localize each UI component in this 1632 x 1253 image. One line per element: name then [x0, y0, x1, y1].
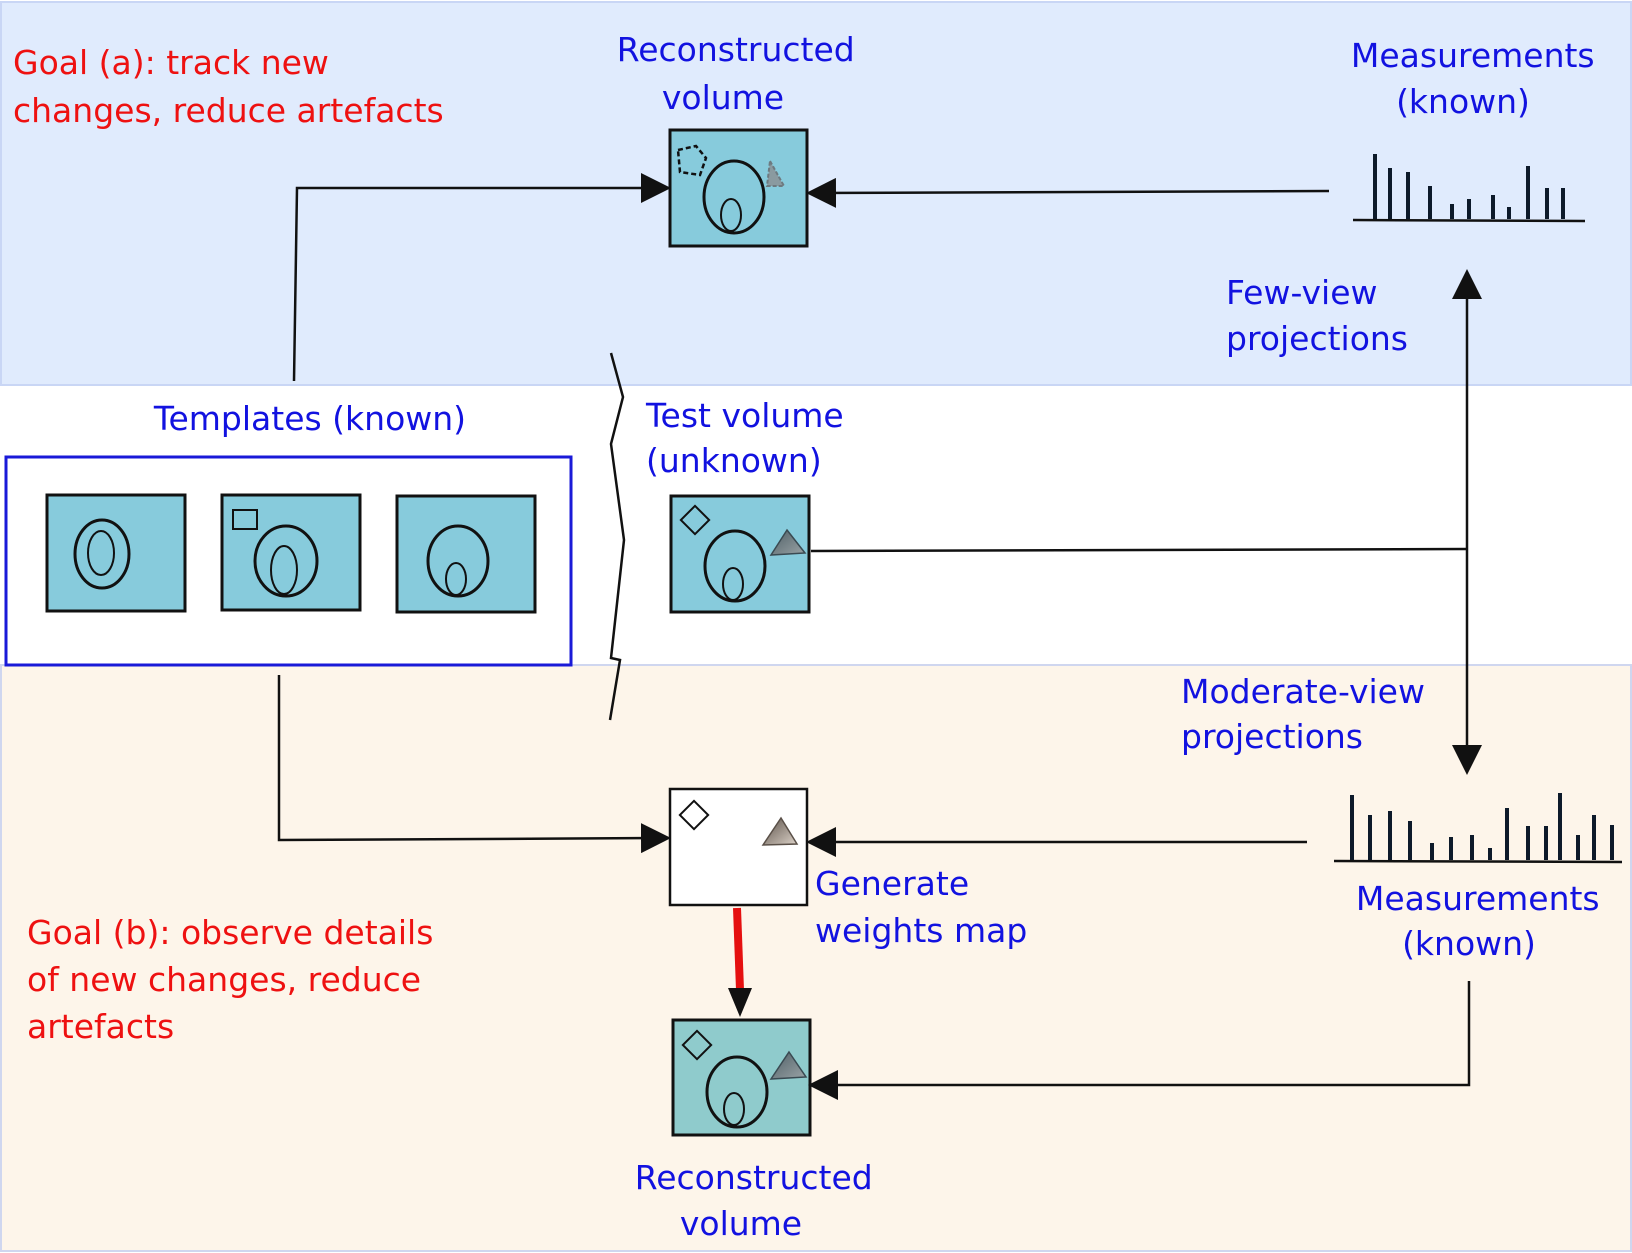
edge-templates-to-reconstructed-top: [292, 173, 671, 382]
moderate-view-projections-label: Moderate-view projections: [1181, 672, 1435, 756]
edge-measurements-to-reconstructed-bottom: [808, 981, 1471, 1100]
measurements-top-label: Measurements (known): [1351, 36, 1605, 121]
edge-templates-to-weights-map: [277, 675, 671, 854]
template-1: [45, 493, 187, 613]
test-volume-label: Test volume (unknown): [645, 396, 854, 480]
template-3: [395, 494, 537, 614]
generate-weights-map-label: Generate weights map: [815, 864, 1027, 950]
edge-test-volume-to-projections: [810, 547, 1468, 553]
inner-ellipse-icon: [720, 198, 742, 232]
zigzag-separator: [608, 352, 626, 721]
weights-map: [668, 787, 809, 907]
edge-measurements-to-reconstructed-top: [806, 177, 1330, 208]
bottom-panel: [0, 664, 1632, 1252]
dashed-square-icon: [676, 144, 708, 177]
measurements-bottom-label: Measurements (known): [1356, 879, 1610, 963]
reconstructed-volume-bottom-label: Reconstructed volume: [635, 1158, 883, 1243]
goal-a-label: Goal (a): track new changes, reduce arte…: [13, 43, 444, 130]
rectangle-icon: [232, 509, 258, 530]
measurements-bottom-bars: [1333, 793, 1623, 864]
reconstructed-volume-top: [668, 128, 809, 248]
triangle-icon: [769, 1050, 808, 1080]
diamond-icon: [681, 1029, 713, 1061]
triangle-icon: [761, 816, 799, 846]
reconstructed-volume-bottom: [671, 1018, 812, 1137]
template-2: [220, 493, 362, 612]
measurements-top-bars: [1352, 154, 1586, 223]
triangle-icon: [769, 528, 807, 556]
diamond-icon: [678, 799, 710, 831]
few-view-projections-label: Few-view projections: [1226, 273, 1408, 358]
diamond-icon: [679, 504, 711, 536]
outer-ellipse-icon: [702, 159, 766, 235]
templates-label: Templates (known): [153, 399, 466, 438]
goal-b-label: Goal (b): observe details of new changes…: [27, 913, 444, 1046]
highlight-arrowhead: [728, 988, 752, 1017]
edge-weights-to-reconstructed-highlight: [733, 907, 744, 991]
reconstructed-volume-top-label: Reconstructed volume: [617, 30, 865, 117]
triangle-icon: [765, 157, 786, 187]
test-volume: [669, 494, 811, 614]
